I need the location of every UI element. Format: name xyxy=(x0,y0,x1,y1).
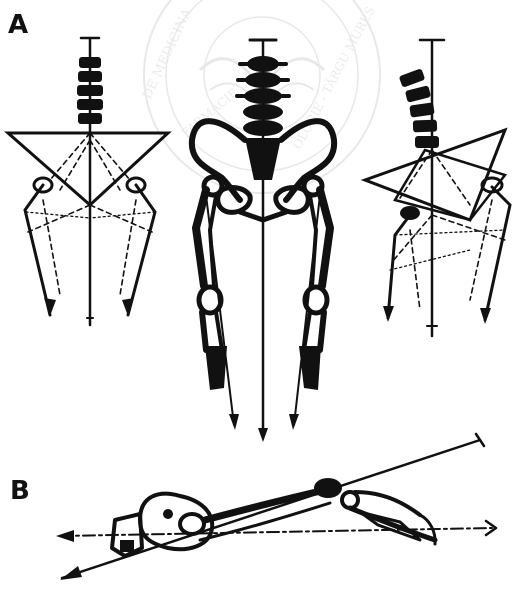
panel-label-a: A xyxy=(8,12,28,38)
watermark-text-left: DE MEDICINA xyxy=(140,6,195,102)
schematic-tilted-stance xyxy=(365,40,510,336)
lateral-view-leg xyxy=(56,434,496,580)
panel-label-b: B xyxy=(10,478,30,504)
